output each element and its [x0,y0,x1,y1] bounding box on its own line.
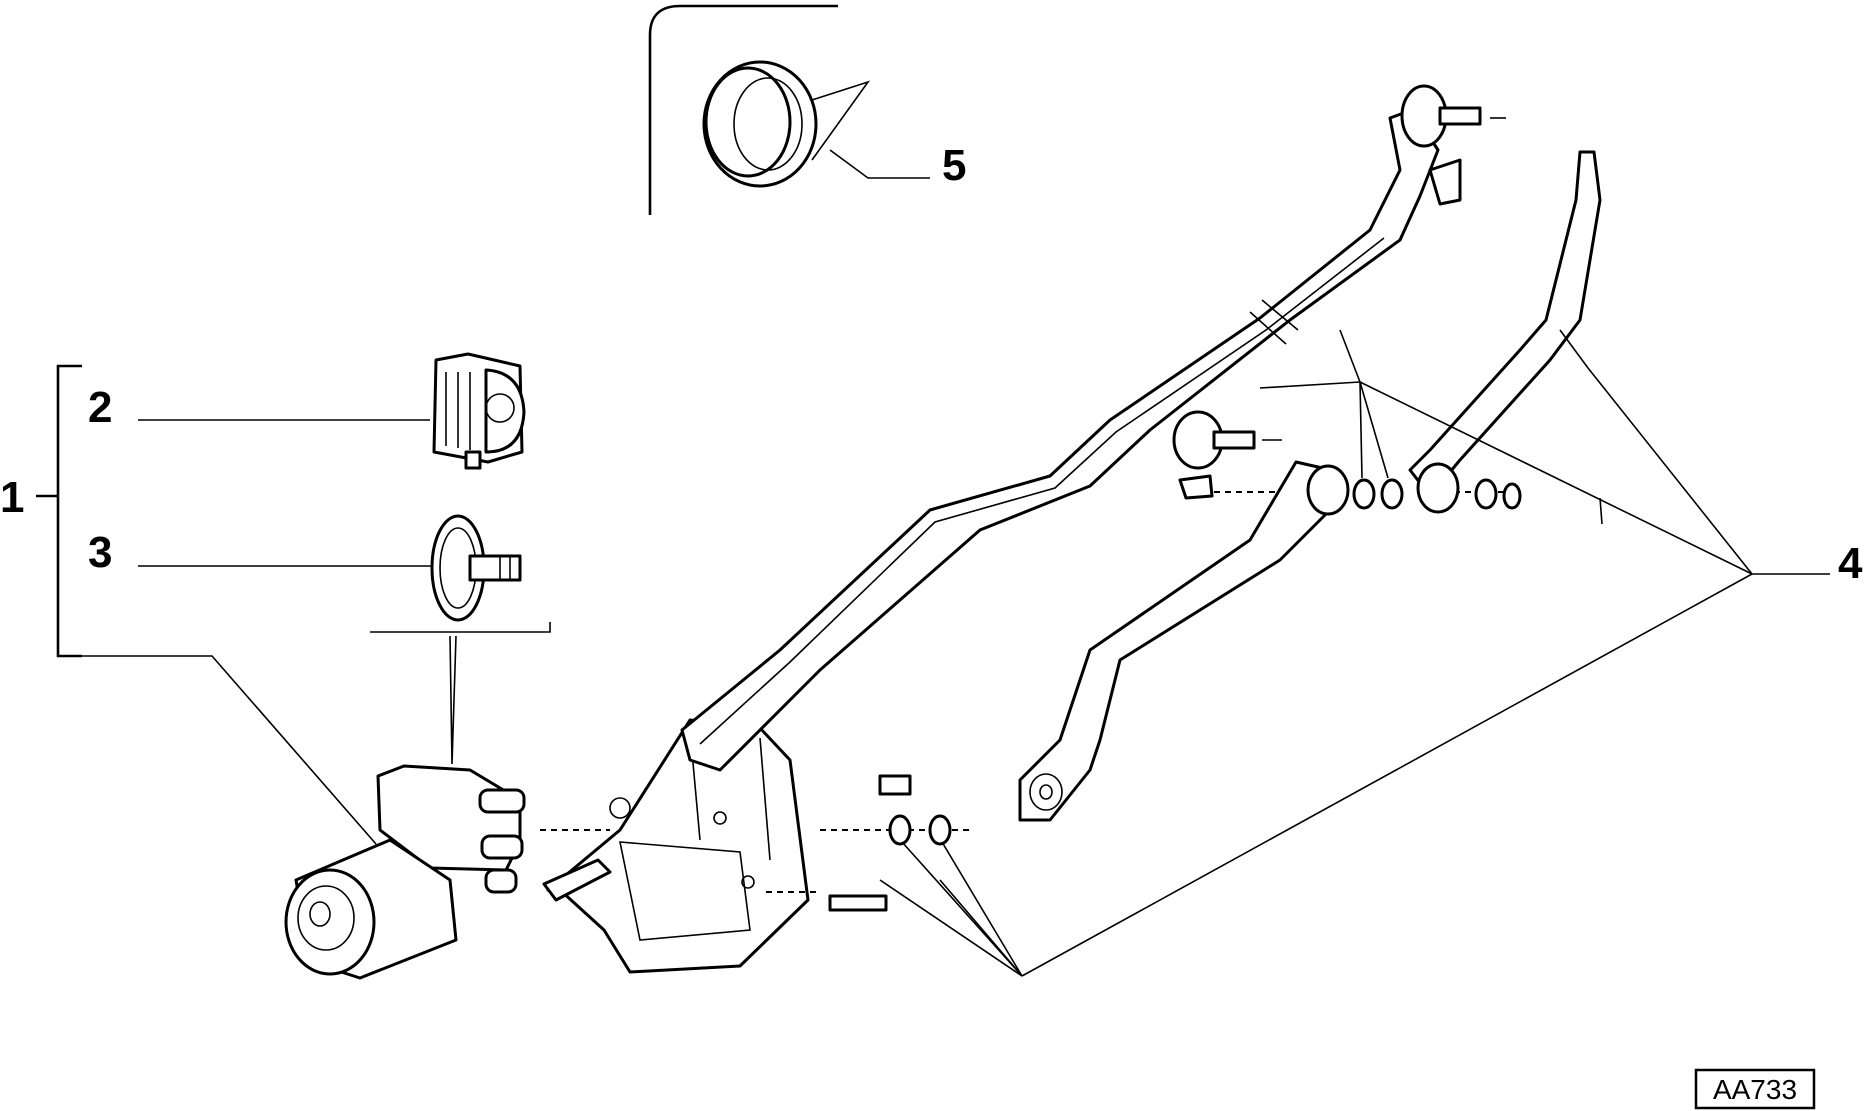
linkage-bar-main [680,84,1506,772]
callout-4: 4 [1838,539,1863,588]
grommet-part [702,60,871,188]
connector-part [432,352,526,470]
grommet-inset [648,4,930,215]
mounting-bracket [542,718,810,974]
callout-2: 2 [88,383,112,432]
leader-1 [58,655,377,845]
callout-5: 5 [942,141,966,190]
washers [828,478,1522,912]
leader-5 [829,149,930,179]
reference-code-label: AA733 [1713,1074,1797,1105]
reference-code-box: AA733 [1694,1068,1816,1110]
group-1-bracket [36,364,377,845]
callout-3: 3 [88,528,112,577]
leader-4 [879,329,1830,977]
crank-arm-left [1018,460,1350,822]
crank-arm-right [1408,150,1602,514]
gear-part [430,514,522,622]
callout-1: 1 [0,473,24,522]
wiper-motor [284,764,526,980]
